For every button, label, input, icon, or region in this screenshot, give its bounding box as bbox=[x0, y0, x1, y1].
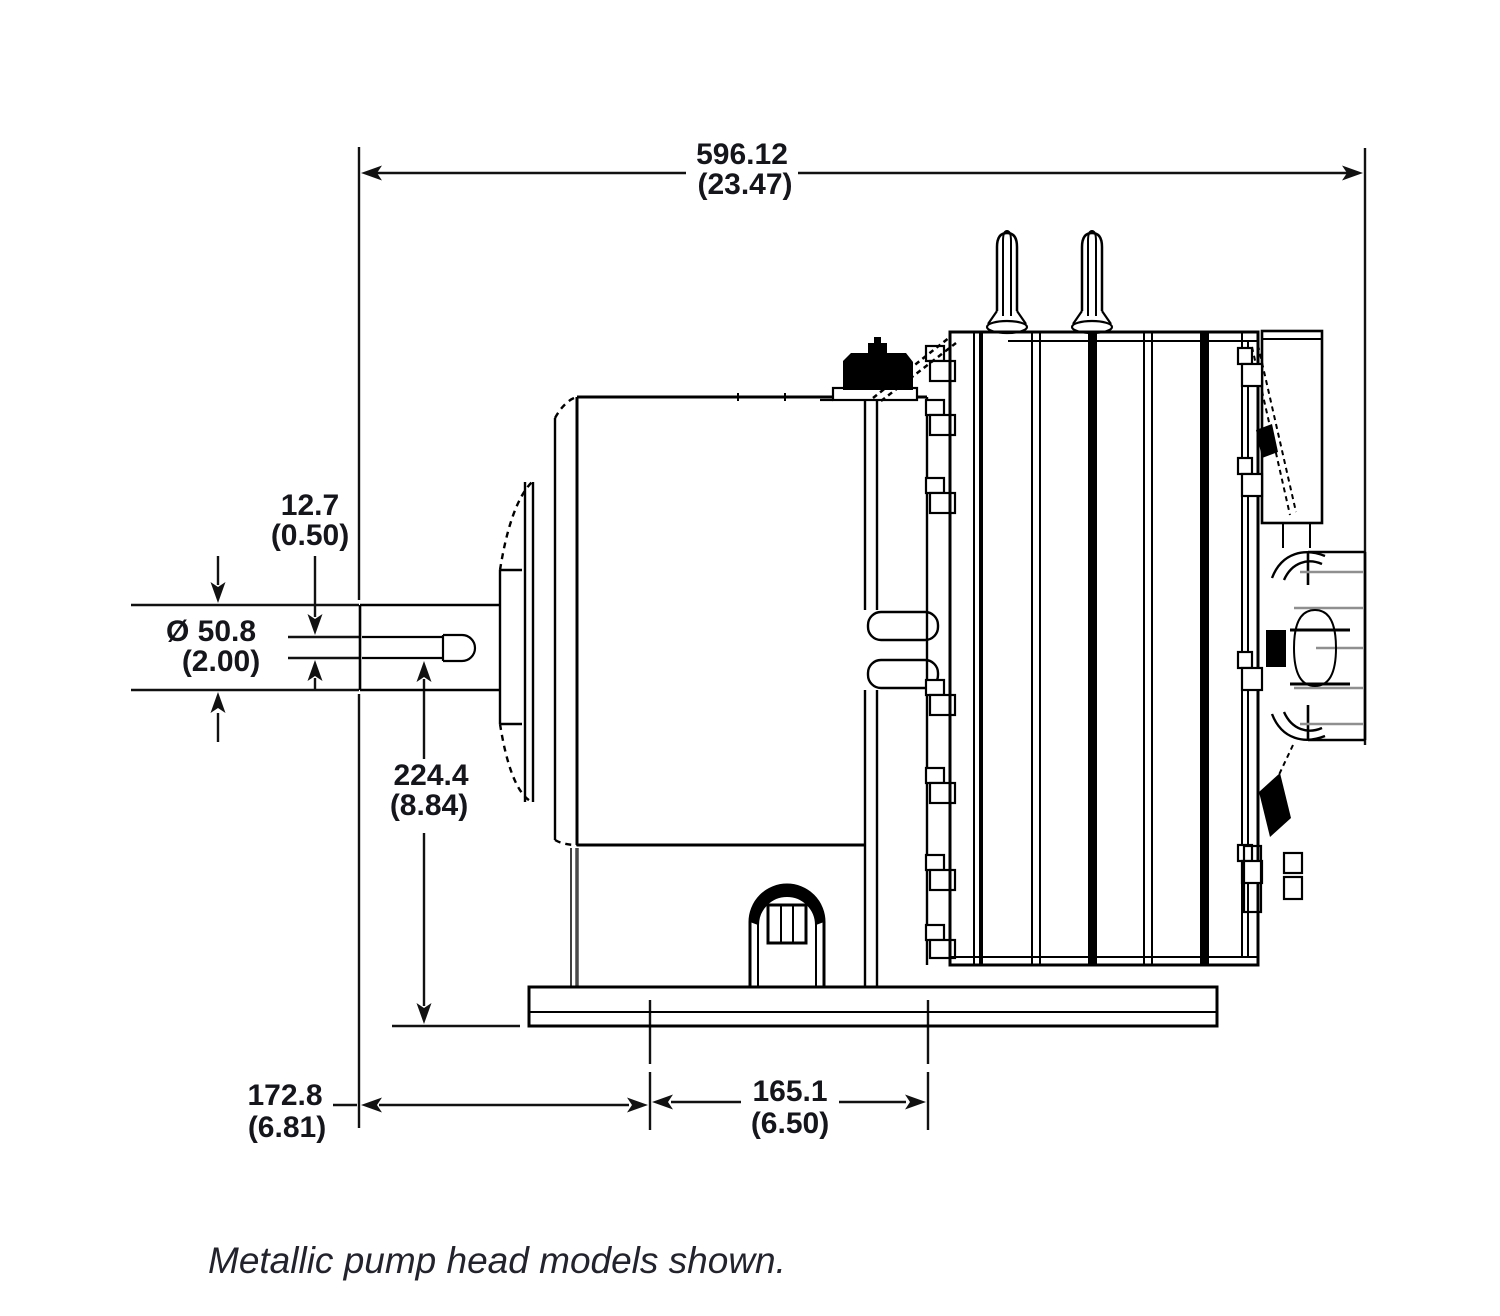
terminal-box bbox=[820, 336, 957, 402]
pump-head-ribs bbox=[973, 332, 1243, 965]
pump-head bbox=[948, 330, 1260, 967]
mounting-foot bbox=[570, 848, 826, 987]
keyway-slot bbox=[362, 635, 445, 661]
dimension-arrowheads bbox=[210, 165, 1363, 1113]
dim-keyway-in: (0.50) bbox=[270, 519, 350, 552]
dim-overall-length-mm: 596.12 bbox=[696, 138, 788, 171]
dimension-annotations bbox=[131, 147, 1367, 1130]
dim-shaft-height-in: (8.84) bbox=[389, 789, 469, 822]
base-plate bbox=[527, 985, 1219, 1028]
terminal-pins bbox=[985, 229, 1114, 335]
dim-shaft-diameter-in: (2.00) bbox=[181, 645, 261, 678]
rear-cover-and-clamp bbox=[1236, 329, 1324, 914]
dim-shaft-height-mm: 224.4 bbox=[393, 759, 469, 792]
dim-bolt-spacing-mm: 165.1 bbox=[752, 1075, 828, 1108]
diagonal-strap bbox=[872, 336, 957, 402]
hose-barb-fitting bbox=[1266, 550, 1367, 742]
height-dim-lines bbox=[392, 679, 520, 1028]
shaft-key bbox=[443, 633, 477, 663]
dim-foot-offset-in: (6.81) bbox=[247, 1111, 327, 1144]
adapter-section bbox=[866, 610, 940, 690]
dim-keyway-mm: 12.7 bbox=[280, 489, 340, 522]
motor-shaft bbox=[358, 603, 500, 692]
dim-shaft-diameter-mm: Ø 50.8 bbox=[165, 615, 257, 648]
keyway-dim-lines bbox=[288, 556, 359, 689]
adapter-verticals bbox=[863, 397, 929, 987]
dim-overall-length-in: (23.47) bbox=[697, 168, 793, 201]
dim-foot-offset-mm: 172.8 bbox=[247, 1079, 323, 1112]
dia-dim-lines bbox=[131, 556, 359, 742]
motor-body bbox=[575, 393, 929, 987]
center-tick-lines bbox=[648, 1000, 930, 1130]
motor-bell-housing bbox=[498, 395, 578, 847]
dim-bolt-spacing-in: (6.50) bbox=[750, 1107, 830, 1140]
figure-caption: Metallic pump head models shown. bbox=[208, 1240, 786, 1281]
